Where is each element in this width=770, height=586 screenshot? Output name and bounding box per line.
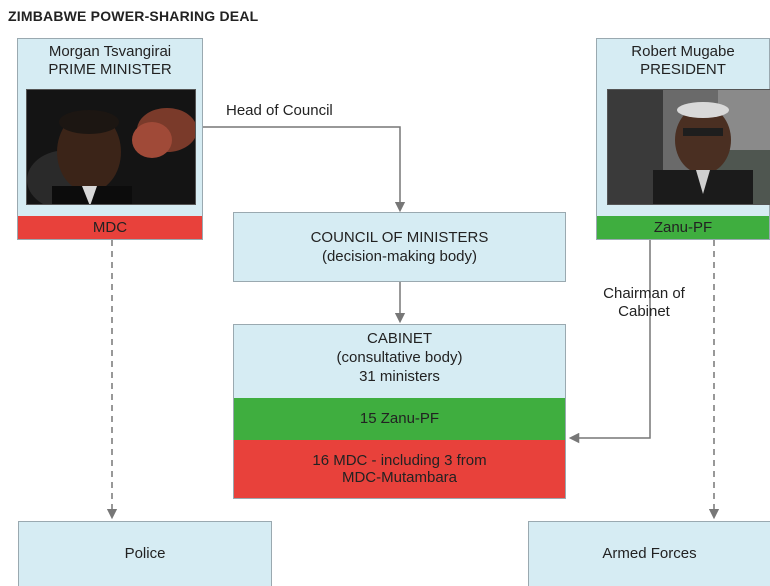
cabinet-title: CABINET (366, 330, 432, 347)
head-of-council-arrow (197, 126, 406, 213)
police-box: Police (18, 521, 272, 586)
diagram-title: ZIMBABWE POWER-SHARING DEAL (8, 8, 259, 24)
president-card: Robert Mugabe PRESIDENT Zanu-PF (596, 38, 770, 240)
head-of-council-label: Head of Council (226, 102, 333, 119)
prime-minister-card: Morgan Tsvangirai PRIME MINISTER MDC (17, 38, 203, 240)
cabinet-mdc-row: 16 MDC - including 3 from MDC-Mutambara (234, 440, 565, 498)
cabinet-size: 31 ministers (359, 368, 440, 385)
cabinet-zanu-text: 15 Zanu-PF (359, 410, 440, 427)
cabinet-subtitle: (consultative body) (336, 349, 463, 366)
council-of-ministers-box: COUNCIL OF MINISTERS (decision-making bo… (233, 212, 566, 282)
police-label: Police (124, 545, 166, 562)
pm-role: PRIME MINISTER (48, 61, 172, 78)
president-party-badge: Zanu-PF (597, 216, 769, 239)
cabinet-zanu-row: 15 Zanu-PF (234, 398, 565, 440)
armed-forces-box: Armed Forces (528, 521, 770, 586)
chairman-of-cabinet-arrow (568, 240, 651, 444)
chairman-of-cabinet-label: Chairman of Cabinet (590, 285, 698, 321)
chairman-label-line1: Chairman of (603, 285, 685, 302)
chairman-label-line2: Cabinet (618, 303, 670, 320)
president-photo (607, 89, 770, 205)
president-name: Robert Mugabe (631, 43, 735, 60)
pm-name: Morgan Tsvangirai (48, 43, 172, 60)
cabinet-mdc-line1: 16 MDC - including 3 from (312, 452, 487, 469)
president-role: PRESIDENT (640, 61, 726, 78)
cabinet-mdc-line2: MDC-Mutambara (341, 469, 458, 486)
pm-party-badge: MDC (18, 216, 202, 239)
armed-forces-label: Armed Forces (602, 545, 697, 562)
council-subtitle: (decision-making body) (321, 248, 478, 265)
cabinet-box: CABINET (consultative body) 31 ministers… (233, 324, 566, 499)
pm-photo (26, 89, 196, 205)
council-title: COUNCIL OF MINISTERS (310, 229, 489, 246)
